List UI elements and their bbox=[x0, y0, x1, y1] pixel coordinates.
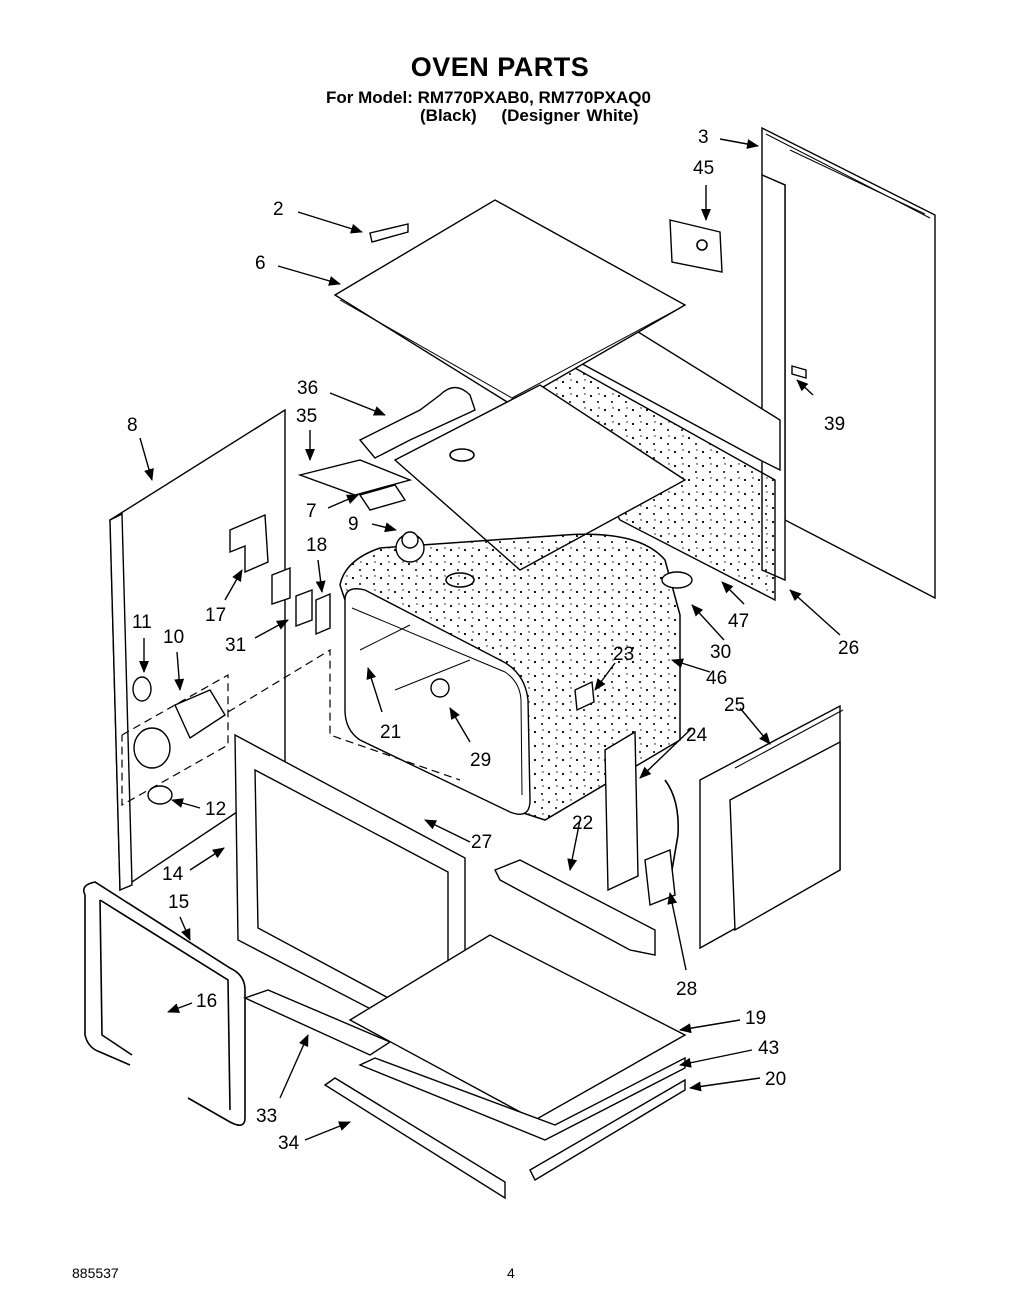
door-frame bbox=[234, 733, 466, 1060]
door-gasket bbox=[82, 881, 246, 1126]
callout-45: 45 bbox=[693, 158, 714, 179]
clip-39 bbox=[791, 365, 807, 379]
page-title: OVEN PARTS bbox=[410, 52, 590, 82]
color-designer-white: (Designer White) bbox=[501, 106, 639, 125]
top-panel bbox=[333, 199, 687, 406]
callout-15: 15 bbox=[168, 892, 189, 913]
callout-8: 8 bbox=[127, 415, 138, 436]
color-black: (Black) bbox=[420, 106, 477, 125]
right-side-panel bbox=[699, 704, 844, 950]
callout-35: 35 bbox=[296, 406, 317, 427]
callout-16: 16 bbox=[196, 991, 217, 1012]
callout-9: 9 bbox=[348, 514, 359, 535]
callout-12: 12 bbox=[205, 799, 226, 820]
light-assembly bbox=[121, 648, 461, 807]
callout-6b: 6 bbox=[255, 253, 266, 274]
callout-25: 25 bbox=[724, 695, 745, 716]
oven-top-plate bbox=[297, 384, 687, 571]
callout-47b: 47 bbox=[728, 611, 749, 632]
callout-29: 29 bbox=[470, 750, 491, 771]
callout-11: 11 bbox=[132, 612, 152, 633]
callout-19: 19 bbox=[745, 1008, 766, 1029]
bracket-small bbox=[369, 223, 409, 243]
rear-panel bbox=[761, 126, 936, 600]
model-line: For Model: RM770PXAB0, RM770PXAQ0 bbox=[326, 88, 651, 107]
callout-labels: 3 45 2 6 6 36 35 7 9 8 18 17 31 11 10 12… bbox=[127, 127, 859, 1154]
callout-31: 31 bbox=[225, 635, 246, 656]
callout-33: 33 bbox=[256, 1106, 277, 1127]
callout-23: 23 bbox=[613, 644, 634, 665]
callout-26: 26 bbox=[838, 638, 859, 659]
callout-17: 17 bbox=[205, 605, 226, 626]
callout-24b: 24 bbox=[686, 725, 708, 746]
oven-cavity bbox=[339, 531, 693, 821]
document-number: 885537 bbox=[72, 1265, 119, 1281]
color-variants: (Black) (Designer White) bbox=[420, 106, 656, 126]
callout-34: 34 bbox=[278, 1133, 300, 1154]
callout-43b: 43 bbox=[758, 1038, 779, 1059]
leader-arrows bbox=[139, 138, 841, 1141]
bottom-plates bbox=[243, 934, 687, 1200]
callout-3: 3 bbox=[698, 127, 709, 148]
brackets-22-24-28 bbox=[494, 730, 680, 956]
callout-27b: 27 bbox=[471, 832, 492, 853]
callout-14: 14 bbox=[162, 864, 184, 885]
callout-46b: 46 bbox=[706, 668, 727, 689]
callout-18: 18 bbox=[306, 535, 327, 556]
callout-30: 30 bbox=[710, 642, 731, 663]
callout-7: 7 bbox=[306, 501, 317, 522]
mounting-plate bbox=[669, 219, 723, 273]
callout-39: 39 bbox=[824, 414, 845, 435]
callout-22: 22 bbox=[572, 813, 593, 834]
switch-bracket bbox=[229, 513, 331, 636]
callout-21: 21 bbox=[380, 722, 401, 743]
callout-2: 2 bbox=[273, 199, 284, 220]
page-number: 4 bbox=[507, 1265, 515, 1281]
callout-36: 36 bbox=[297, 378, 318, 399]
callout-28b: 28 bbox=[676, 979, 697, 1000]
callout-10: 10 bbox=[163, 627, 184, 648]
callout-20: 20 bbox=[765, 1069, 786, 1090]
